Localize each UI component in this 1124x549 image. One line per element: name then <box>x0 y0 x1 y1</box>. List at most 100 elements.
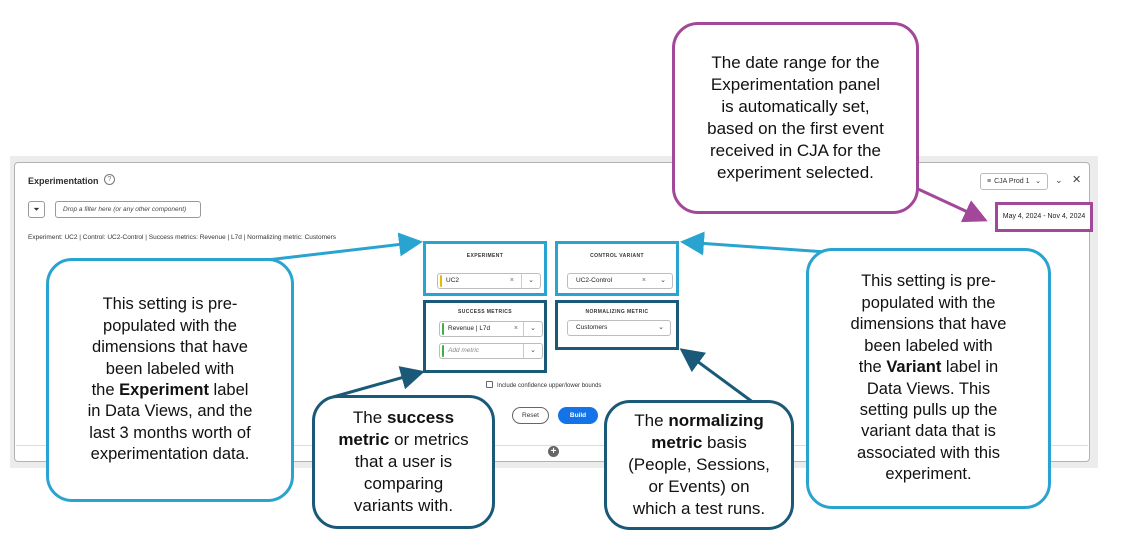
callout-line: been labeled with <box>105 359 235 378</box>
list-icon: ≡ <box>987 178 992 185</box>
callout-text: basis <box>702 432 747 452</box>
experiment-callout: This setting is pre- populated with the … <box>46 258 294 502</box>
date-range[interactable]: May 4, 2024 - Nov 4, 2024 <box>995 202 1093 232</box>
control-variant-value: UC2-Control <box>576 277 613 284</box>
control-variant-field[interactable]: UC2-Control × ⌄ <box>567 273 673 289</box>
success-metrics-setting: SUCCESS METRICS Revenue | L7d × ⌄ Add me… <box>423 300 547 373</box>
close-icon[interactable]: ✕ <box>1072 174 1082 186</box>
add-metric-field[interactable]: Add metric ⌄ <box>439 343 543 359</box>
success-metrics-label: SUCCESS METRICS <box>457 309 513 315</box>
experiment-field[interactable]: UC2 × ⌄ <box>437 273 541 289</box>
dataview-label: CJA Prod 1 <box>994 178 1030 185</box>
callout-text: the <box>91 381 120 399</box>
callout-line: last 3 months worth of <box>89 423 251 442</box>
callout-line: experiment selected. <box>717 163 874 183</box>
success-metric-value: Revenue | L7d <box>448 325 491 332</box>
callout-bold: Variant <box>886 358 942 377</box>
callout-bold: success <box>386 407 455 427</box>
confidence-checkbox-row[interactable]: Include confidence upper/lower bounds <box>486 381 601 389</box>
callout-text: The <box>352 407 387 427</box>
callout-line: is automatically set, <box>721 96 870 116</box>
experiment-setting: EXPERIMENT UC2 × ⌄ <box>423 241 547 296</box>
dataview-picker[interactable]: ≡CJA Prod 1 ⌄ <box>980 173 1048 190</box>
callout-line: dimensions that have <box>850 315 1007 334</box>
chevron-down-icon[interactable]: ⌄ <box>660 277 666 284</box>
experiment-value: UC2 <box>446 277 460 284</box>
variant-callout: This setting is pre- populated with the … <box>806 248 1051 509</box>
normalizing-metric-field[interactable]: Customers ⌄ <box>567 320 671 336</box>
build-button[interactable]: Build <box>558 407 598 424</box>
success-metric-field[interactable]: Revenue | L7d × ⌄ <box>439 321 543 337</box>
field-separator <box>523 344 524 358</box>
callout-line: variants with. <box>353 496 454 516</box>
callout-line: based on the first event <box>707 119 884 138</box>
normalizing-metric-value: Customers <box>576 324 608 331</box>
callout-line: (People, Sessions, <box>628 454 770 474</box>
callout-line: metric basis <box>628 432 770 454</box>
normalizing-metric-label: NORMALIZING METRIC <box>585 309 649 315</box>
callout-line: Experimentation panel <box>710 74 881 94</box>
add-metric-accent <box>442 345 444 357</box>
clear-icon[interactable]: × <box>509 277 514 284</box>
callout-line: setting pulls up the <box>859 400 998 419</box>
filter-drop-zone[interactable]: Drop a filter here (or any other compone… <box>55 201 201 218</box>
callout-bold: metric <box>338 429 390 449</box>
callout-line: associated with this <box>856 443 1001 462</box>
callout-line: or Events) on <box>648 477 750 497</box>
callout-line: Data Views. This <box>866 379 991 398</box>
date-range-callout: The date range for the Experimentation p… <box>672 22 919 214</box>
callout-line: The normalizing <box>628 410 770 432</box>
chevron-down-icon[interactable]: ⌄ <box>530 347 536 354</box>
callout-line: populated with the <box>103 316 237 335</box>
experiment-accent <box>440 275 442 287</box>
callout-line: metric or metrics <box>338 429 468 451</box>
callout-line: populated with the <box>861 293 996 312</box>
confidence-label: Include confidence upper/lower bounds <box>497 383 602 389</box>
experiment-summary: Experiment: UC2 | Control: UC2-Control |… <box>28 234 337 241</box>
clear-icon[interactable]: × <box>641 277 646 284</box>
clear-icon[interactable]: × <box>513 325 518 332</box>
callout-bold: normalizing <box>668 410 764 430</box>
callout-line: variant data that is <box>861 422 996 441</box>
callout-line: The date range for the <box>711 52 880 72</box>
callout-line: This setting is pre- <box>861 272 996 291</box>
callout-line: comparing <box>363 474 444 494</box>
callout-line: The success <box>338 407 468 429</box>
help-icon[interactable]: ? <box>104 174 115 185</box>
callout-bold: metric <box>651 432 703 452</box>
callout-text: the <box>858 358 887 377</box>
chevron-down-icon: ⌄ <box>1035 178 1041 185</box>
collapse-chevron-icon[interactable]: ⌄ <box>1055 175 1063 185</box>
reset-button[interactable]: Reset <box>512 407 549 424</box>
callout-line: dimensions that have <box>92 338 248 357</box>
add-icon[interactable]: + <box>548 446 559 457</box>
experiment-label: EXPERIMENT <box>466 253 504 259</box>
callout-line: the Variant label in <box>851 357 1007 378</box>
chevron-down-icon[interactable]: ⌄ <box>658 324 664 331</box>
callout-text: label in <box>941 358 999 377</box>
field-separator <box>521 274 522 288</box>
callout-bold: Experiment <box>119 381 209 399</box>
callout-line: This setting is pre- <box>102 295 238 314</box>
callout-line: which a test runs. <box>632 499 766 519</box>
callout-line: in Data Views, and the <box>87 402 253 421</box>
control-variant-setting: CONTROL VARIANT UC2-Control × ⌄ <box>555 241 679 296</box>
chevron-down-icon[interactable]: ⌄ <box>528 277 534 284</box>
confidence-checkbox[interactable] <box>486 381 493 388</box>
chevron-down-icon[interactable]: ⌄ <box>530 325 536 332</box>
success-metric-accent <box>442 323 444 335</box>
filter-icon[interactable]: ⏷ <box>28 201 45 218</box>
success-metric-callout: The success metric or metrics that a use… <box>312 395 495 529</box>
control-variant-label: CONTROL VARIANT <box>590 253 644 259</box>
normalizing-metric-setting: NORMALIZING METRIC Customers ⌄ <box>555 300 679 350</box>
callout-text: The <box>634 410 669 430</box>
callout-line: experiment. <box>885 465 972 484</box>
callout-line: that a user is <box>354 451 453 471</box>
panel-title: Experimentation <box>28 176 99 186</box>
field-separator <box>523 322 524 336</box>
callout-text: label <box>208 381 249 399</box>
callout-line: been labeled with <box>864 336 993 355</box>
panel-divider <box>16 445 1088 446</box>
add-metric-placeholder: Add metric <box>448 347 480 354</box>
callout-text: or metrics <box>389 429 469 449</box>
